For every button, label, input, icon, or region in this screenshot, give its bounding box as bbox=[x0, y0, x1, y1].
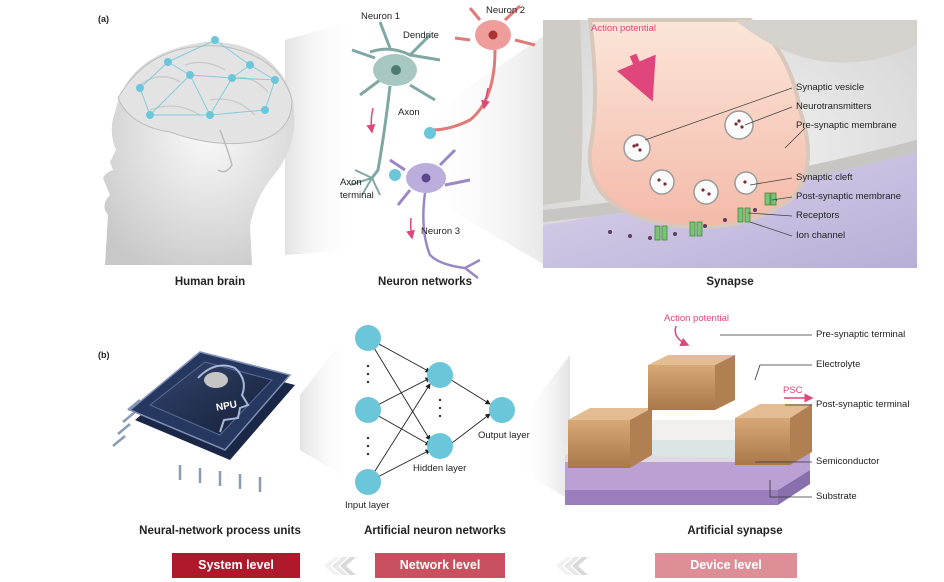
label-pre-synaptic-terminal: Pre-synaptic terminal bbox=[816, 329, 906, 340]
zoom-shade-4 bbox=[520, 355, 570, 500]
label-semiconductor: Semiconductor bbox=[816, 456, 880, 467]
neuron-3-cell bbox=[389, 148, 481, 279]
label-dendrite: Dendrite bbox=[403, 30, 439, 41]
label-neurotransmitters: Neurotransmitters bbox=[796, 101, 872, 112]
npu-chip-illustration bbox=[112, 351, 295, 492]
signal-arrow-1 bbox=[366, 107, 376, 134]
panel-a-label: (a) bbox=[98, 14, 109, 24]
caption-neuron-networks: Neuron networks bbox=[378, 276, 472, 288]
label-post-synaptic-terminal: Post-synaptic terminal bbox=[816, 399, 910, 410]
label-electrolyte: Electrolyte bbox=[816, 359, 861, 370]
label-axon-terminal-line2: terminal bbox=[340, 190, 374, 201]
artificial-synapse-device bbox=[565, 325, 814, 505]
label-action-potential: Action potential bbox=[591, 23, 656, 34]
network-level-badge: Network level bbox=[375, 553, 505, 578]
caption-ann: Artificial neuron networks bbox=[364, 525, 506, 537]
label-synaptic-cleft: Synaptic cleft bbox=[796, 172, 853, 183]
signal-arrow-3 bbox=[406, 217, 415, 240]
label-synaptic-vesicle: Synaptic vesicle bbox=[796, 82, 865, 93]
zoom-shade-3 bbox=[300, 330, 350, 480]
label-device-action-potential: Action potential bbox=[664, 313, 729, 324]
caption-artificial-synapse: Artificial synapse bbox=[687, 525, 783, 537]
label-neuron-2: Neuron 2 bbox=[486, 5, 526, 16]
signal-arrow-2 bbox=[481, 87, 490, 110]
device-level-badge: Device level bbox=[655, 553, 797, 578]
synapse-contact-2 bbox=[389, 169, 401, 181]
label-axon: Axon bbox=[398, 107, 420, 118]
ann-diagram bbox=[355, 325, 515, 495]
synapse-illustration bbox=[543, 18, 917, 268]
zoom-shade-1 bbox=[285, 20, 355, 255]
label-hidden-layer: Hidden layer bbox=[413, 463, 467, 474]
panel-b-label: (b) bbox=[98, 350, 110, 360]
synapse-contact-1 bbox=[424, 127, 436, 139]
human-head-illustration bbox=[103, 36, 295, 265]
label-receptors: Receptors bbox=[796, 210, 840, 221]
label-pre-synaptic-membrane: Pre-synaptic membrane bbox=[796, 120, 897, 131]
caption-npu: Neural-network process units bbox=[139, 525, 301, 537]
level-arrows bbox=[324, 557, 588, 575]
zoom-shade-2 bbox=[420, 35, 545, 265]
label-axon-terminal-line1: Axon bbox=[340, 177, 362, 188]
label-output-layer: Output layer bbox=[478, 430, 530, 441]
neuron-1-cell bbox=[349, 21, 441, 196]
caption-human-brain: Human brain bbox=[174, 276, 246, 288]
label-psc: PSC bbox=[783, 385, 803, 396]
label-post-synaptic-membrane: Post-synaptic membrane bbox=[796, 191, 902, 202]
caption-synapse: Synapse bbox=[706, 276, 754, 288]
label-neuron-3: Neuron 3 bbox=[421, 226, 461, 237]
neuron-2-cell bbox=[431, 4, 536, 132]
label-substrate: Substrate bbox=[816, 491, 857, 502]
system-level-badge: System level bbox=[172, 553, 300, 578]
label-neuron-1: Neuron 1 bbox=[361, 11, 401, 22]
label-ion-channel: Ion channel bbox=[796, 230, 846, 241]
label-input-layer: Input layer bbox=[345, 500, 390, 511]
